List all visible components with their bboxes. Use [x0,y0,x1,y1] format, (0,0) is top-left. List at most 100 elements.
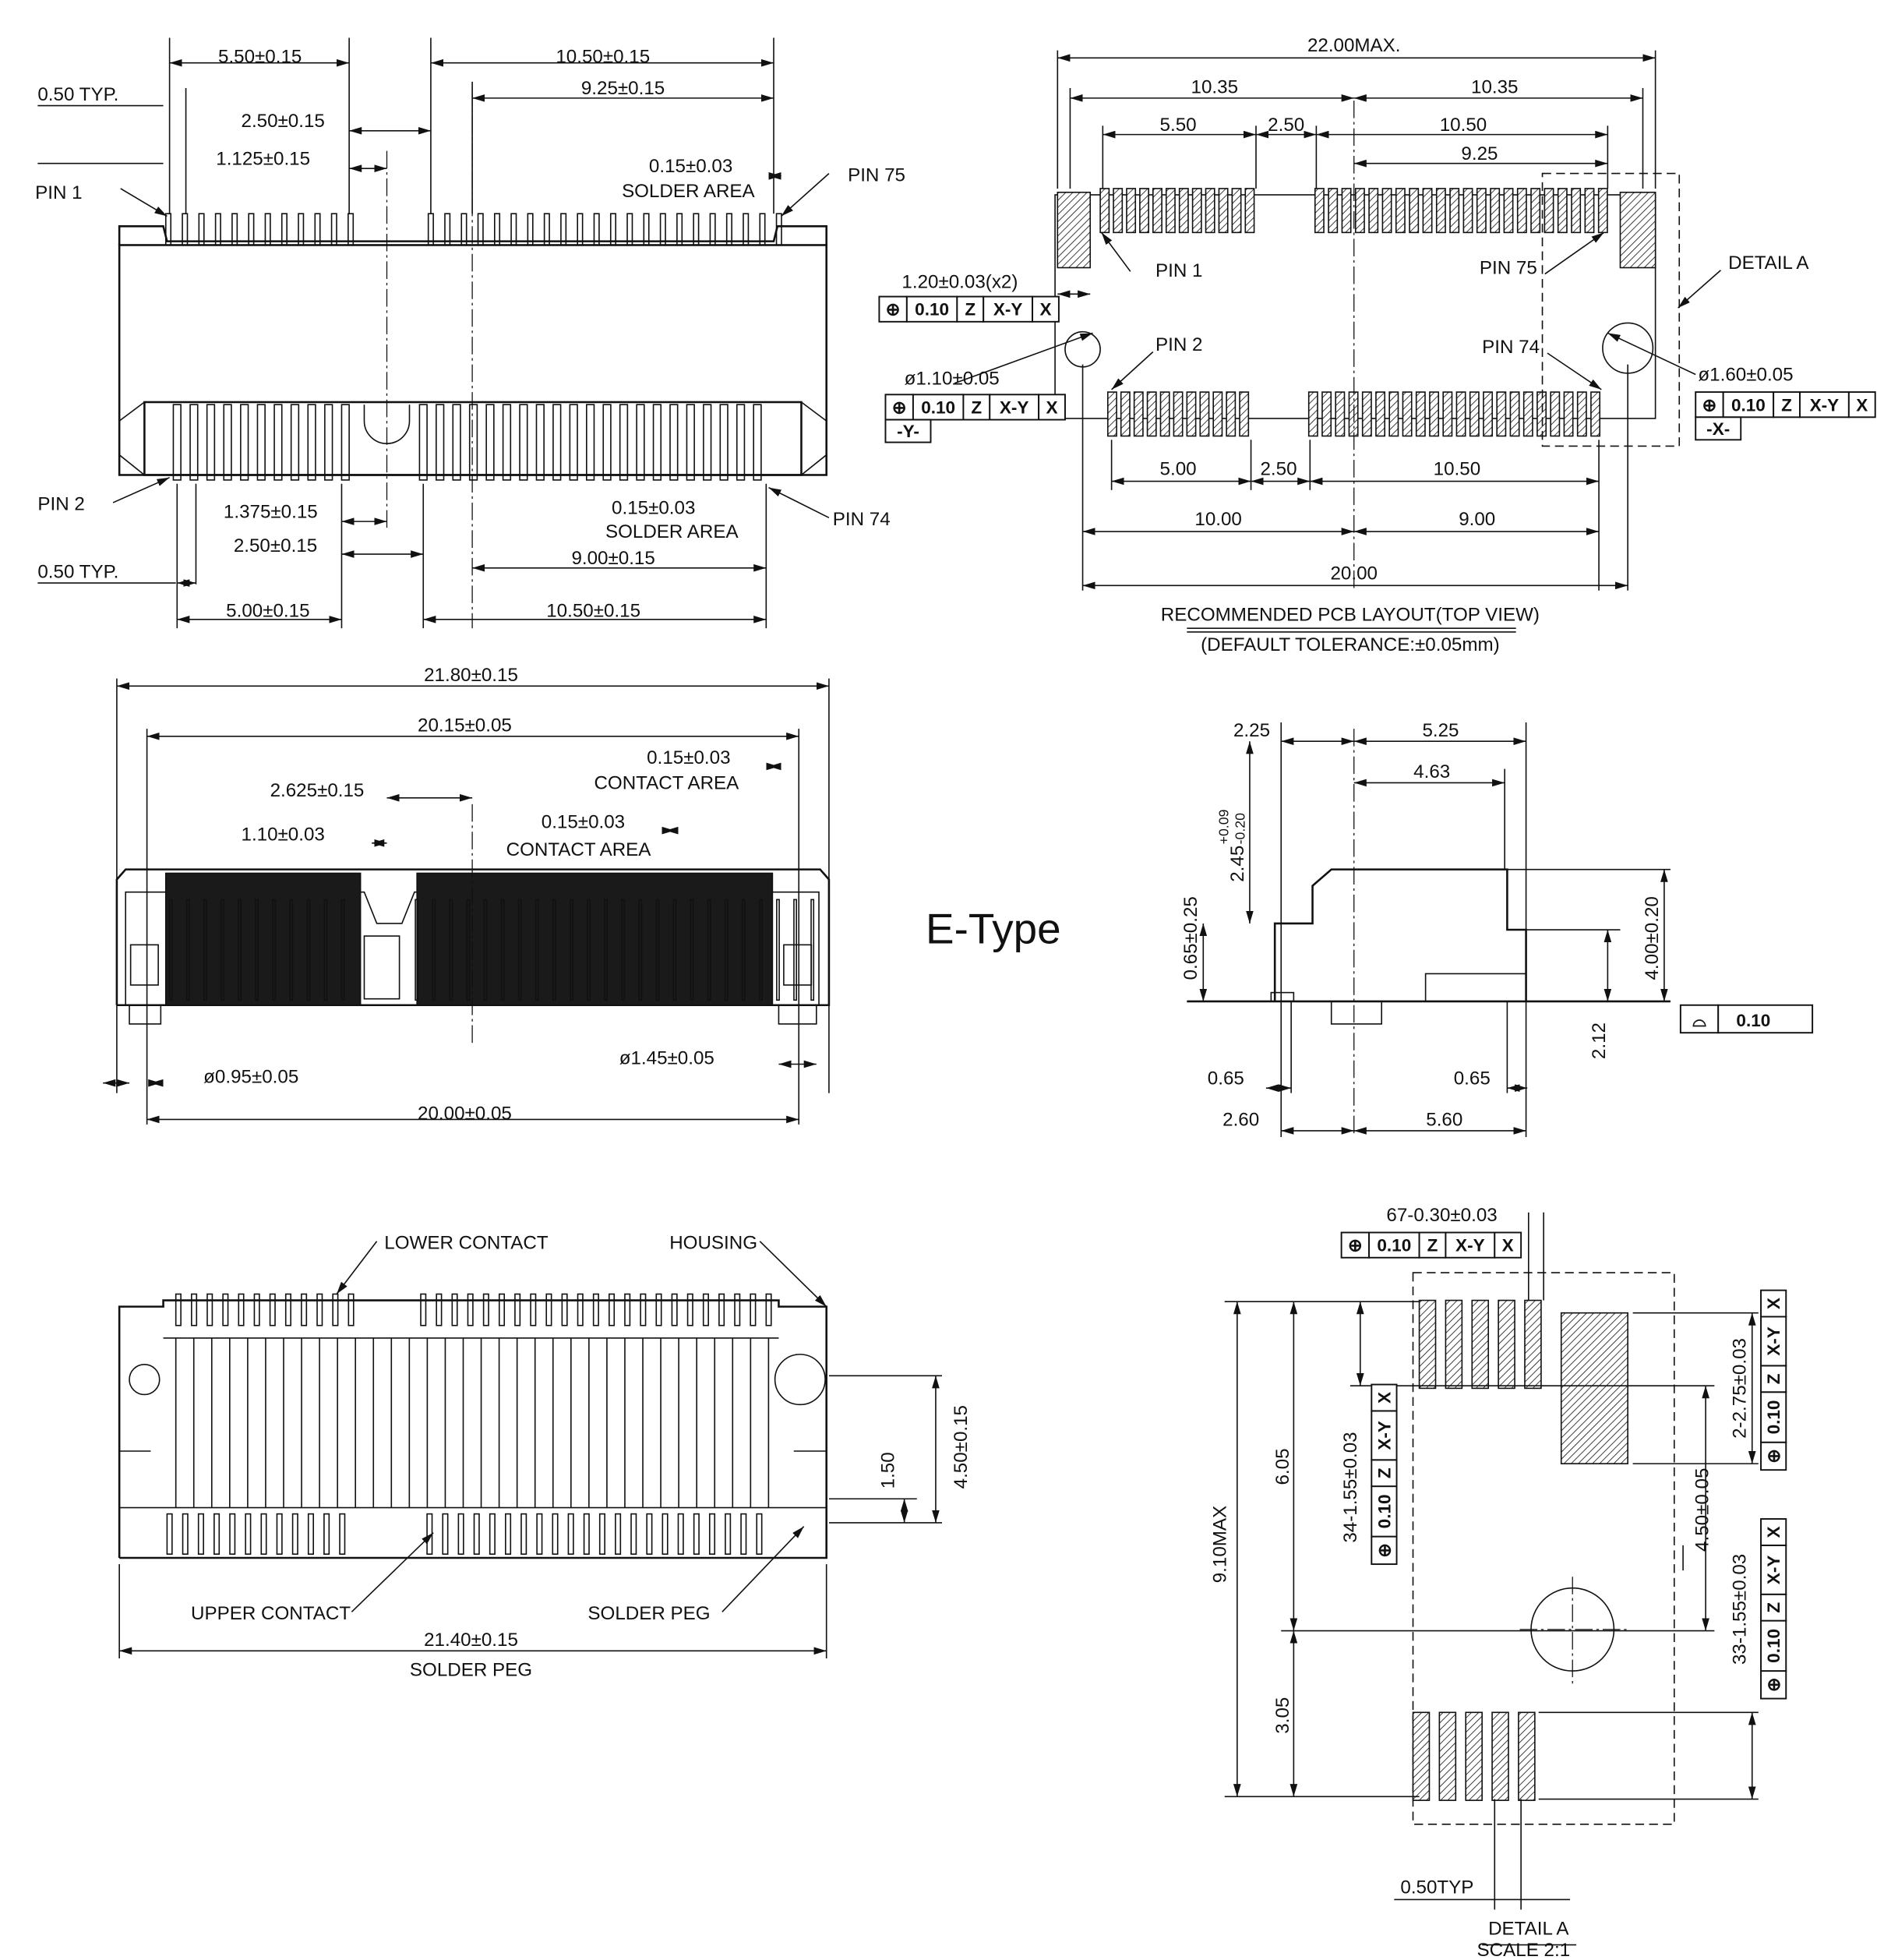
position-icon: ⊕ [1764,1677,1783,1692]
frame-value: X-Y [1455,1236,1485,1255]
pcb-pad [1126,188,1137,234]
upper-contact [583,1513,590,1555]
dim-label: 2.625±0.15 [270,780,365,801]
dim-label: ø1.45±0.05 [619,1048,714,1069]
frame-value: Z [971,397,982,417]
frame-value: Z [965,300,976,320]
dim-label: 0.15±0.03 [649,156,732,177]
dim-label: 9.10MAX [1209,1506,1230,1583]
dim-label: 20.00±0.05 [418,1103,512,1124]
lower-pin [189,404,199,481]
lower-pin [535,404,545,481]
contact-gap [221,899,224,1001]
lower-contact [592,1293,599,1326]
dim-label: 2.25 [1233,720,1270,741]
dim-label: 3.05 [1272,1697,1293,1734]
frame-value: X-Y [1764,1326,1783,1356]
callout-label: HOUSING [669,1232,757,1253]
dim-label: 10.50 [1440,115,1487,136]
outline [800,401,827,422]
lower-pin [703,404,712,481]
pcb-pad [1321,391,1332,437]
pcb-pad [1503,188,1514,234]
lower-contact [655,1293,662,1326]
dim-label: 4.50±0.05 [1692,1468,1713,1552]
lower-contact [640,1293,647,1326]
dim-label: 67-0.30±0.03 [1386,1205,1497,1226]
detail-pad [1445,1299,1463,1390]
contact-gap [238,899,242,1001]
locating-hole [774,1354,826,1406]
lower-pin [636,404,645,481]
pcb-pad [1550,391,1561,437]
upper-pin [543,213,550,246]
pcb-pad [1226,391,1237,437]
upper-pin [298,213,305,246]
frame-cell [878,295,908,323]
frame-cell [905,295,958,323]
contact-gap [306,899,311,1001]
pcb-pad [1106,391,1117,437]
frame-cell [1494,1231,1522,1259]
callout-label: UPPER CONTACT [191,1603,351,1624]
contact-gap [500,899,505,1001]
pcb-pad [1409,188,1420,234]
callout-label: LOWER CONTACT [384,1232,549,1253]
pcb-pad [1557,188,1568,234]
dim-label: 22.00MAX. [1307,35,1401,56]
dim-label: 2-2.75±0.03 [1730,1338,1751,1439]
upper-contact [677,1513,684,1555]
lower-pin [452,404,461,481]
upper-contact [489,1513,496,1555]
dim-label: 5.00±0.15 [226,601,309,622]
contact-gap [604,899,609,1001]
detail-callout: DETAIL A [1728,253,1809,274]
dim-label: 20.00 [1330,563,1378,584]
dim-label: 6.05 [1272,1448,1293,1485]
pcb-pad [1422,188,1433,234]
upper-pin [626,213,633,246]
upper-pin [676,213,683,246]
lower-pin [669,404,679,481]
lower-pin [652,404,662,481]
upper-contact [662,1513,669,1555]
side-view: 2.25 5.25 4.63 2.45 +0.09 -0.20 0.65±0.2… [1180,720,1814,1130]
upper-contact [552,1513,559,1555]
leader-line [351,1532,434,1612]
frame-value: 0.10 [1731,395,1766,415]
upper-pin [659,213,666,246]
pcb-pad [1584,188,1595,234]
lower-pin [619,404,629,481]
pcb-pad [1199,391,1210,437]
contact-gap [552,899,556,1001]
contact-gap [432,899,436,1001]
lower-contact [238,1293,245,1326]
dim-label: 5.50±0.15 [218,47,302,68]
upper-pin [493,213,501,246]
detail-pad [1438,1711,1457,1801]
upper-contact [457,1513,464,1555]
contact-gap [449,899,453,1001]
peg-pad [1619,191,1656,269]
bottom-view: LOWER CONTACT HOUSING 1.50 4.50±0.15 UPP… [191,1232,972,1680]
dim-label: 1.10±0.03 [242,825,325,846]
lower-contact [301,1293,308,1326]
outline [1273,868,1527,1001]
dim-label: 5.60 [1426,1109,1462,1130]
lower-pin [256,404,266,481]
type-title: E-Type [926,905,1061,953]
contact-gap [535,899,539,1001]
pcb-pad [1231,188,1242,234]
frame-cell [1847,391,1876,418]
lower-pin [519,404,528,481]
frame-value: Z [1781,395,1792,415]
upper-contact [276,1513,283,1555]
lower-pin [340,404,350,481]
upper-pin [510,213,517,246]
lower-contact [467,1293,474,1326]
pcb-pad [1191,188,1202,234]
lower-contact [348,1293,355,1326]
contact-tail [1270,991,1295,1002]
pcb-pad [1139,188,1149,234]
